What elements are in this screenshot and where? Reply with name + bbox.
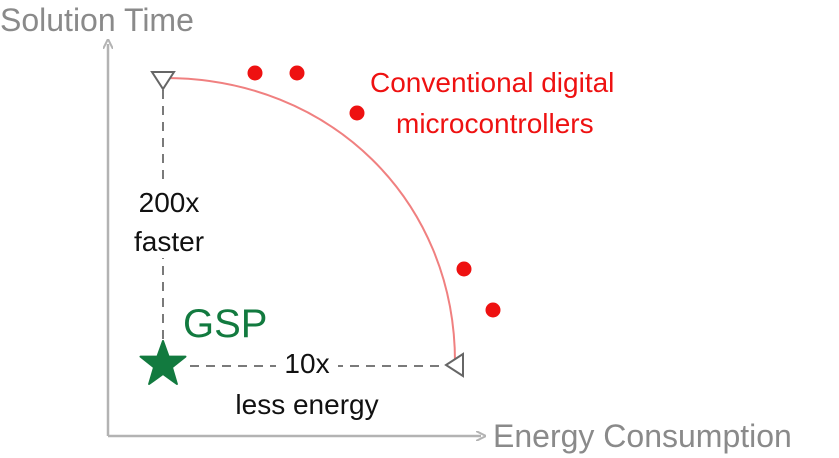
conventional-point xyxy=(485,302,501,318)
y-axis-label: Solution Time xyxy=(0,2,194,38)
conventional-label-line2: microcontrollers xyxy=(396,108,594,139)
speedup-text: faster xyxy=(134,226,204,257)
energy-value: 10x xyxy=(284,348,329,379)
energy-marker-triangle xyxy=(444,352,464,378)
conventional-point xyxy=(247,65,263,81)
conventional-point xyxy=(349,105,365,121)
conventional-points xyxy=(247,65,501,318)
gsp-label: GSP xyxy=(183,302,267,346)
time-marker-triangle xyxy=(150,71,176,91)
pareto-curve xyxy=(164,77,456,363)
energy-text: less energy xyxy=(235,389,378,420)
conventional-label-line1: Conventional digital xyxy=(370,67,614,98)
x-axis-label: Energy Consumption xyxy=(493,418,792,454)
conventional-point xyxy=(456,261,472,277)
gsp-star-icon xyxy=(139,340,187,385)
speedup-label-bg xyxy=(130,180,206,258)
energy-label-bg xyxy=(276,346,338,380)
conventional-point xyxy=(289,65,305,81)
speedup-value: 200x xyxy=(139,187,200,218)
